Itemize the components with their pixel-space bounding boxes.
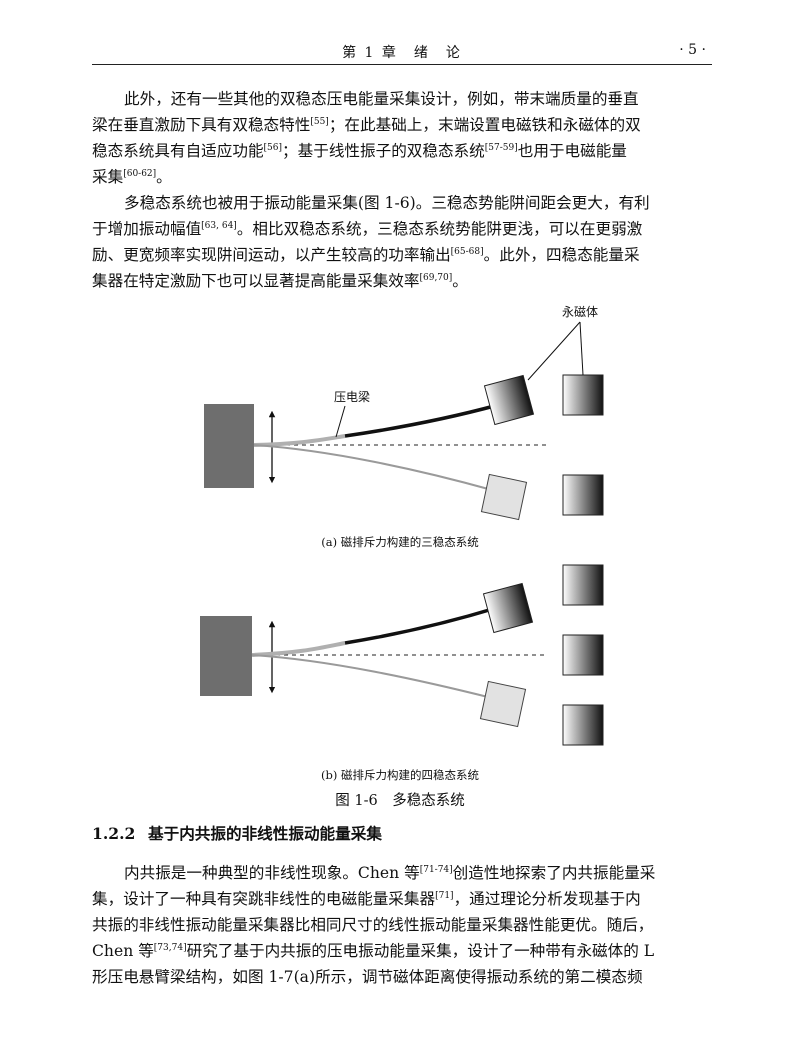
subfigure-b xyxy=(200,564,604,746)
callout-line xyxy=(335,405,346,438)
paragraph-line: 梁在垂直激励下具有双稳态特性[55]；在此基础上，末端设置电磁铁和永磁体的双 xyxy=(92,116,641,134)
page-number: · 5 · xyxy=(679,42,706,58)
tip-magnet-upper xyxy=(482,582,534,634)
callout-line xyxy=(527,321,581,381)
figure-1-6: 永磁体 压电梁 xyxy=(200,304,604,746)
tip-magnet-lower xyxy=(480,473,528,521)
fixed-magnet xyxy=(562,704,604,746)
section-heading: 1.2.2 基于内共振的非线性振动能量采集 xyxy=(92,822,382,844)
citation[interactable]: [71-74] xyxy=(419,865,453,875)
subfigure-a: 永磁体 压电梁 xyxy=(204,304,604,521)
fixed-magnet xyxy=(562,474,604,516)
citation[interactable]: [55] xyxy=(310,117,329,127)
paragraph-line: 集器在特定激励下也可以显著提高能量采集效率[69,70]。 xyxy=(92,272,468,290)
base-block xyxy=(200,616,252,696)
paragraph-line: 形压电悬臂梁结构，如图 1-7(a)所示，调节磁体距离使得振动系统的第二模态频 xyxy=(92,968,643,986)
paragraph-line: 于增加振动幅值[63, 64]。相比双稳态系统，三稳态系统势能阱更浅，可以在更弱… xyxy=(92,220,643,238)
citation[interactable]: [73,74] xyxy=(153,943,187,953)
paragraph-line: 励、更宽频率实现阱间运动，以产生较高的功率输出[65-68]。此外，四稳态能量采 xyxy=(92,246,640,264)
piezo-beam-lower xyxy=(253,444,493,491)
chapter-title: 第 1 章 绪 论 xyxy=(342,45,462,61)
paragraph-line: 内共振是一种典型的非线性现象。Chen 等[71-74]创造性地探索了内共振能量… xyxy=(124,864,656,882)
paragraph-line: 稳态系统具有自适应功能[56]；基于线性振子的双稳态系统[57-59]也用于电磁… xyxy=(92,142,627,160)
tip-magnet-upper xyxy=(483,374,535,426)
fixed-magnet xyxy=(562,374,604,416)
beam-metal-upper xyxy=(344,403,499,438)
paragraph-3: 内共振是一种典型的非线性现象。Chen 等[71-74]创造性地探索了内共振能量… xyxy=(92,860,712,990)
citation[interactable]: [63, 64] xyxy=(201,221,237,231)
paragraph-line: Chen 等[73,74]研究了基于内共振的压电振动能量采集，设计了一种带有永磁… xyxy=(92,942,655,960)
fixed-magnet xyxy=(562,564,604,606)
section-title: 基于内共振的非线性振动能量采集 xyxy=(148,824,382,843)
label-permanent-magnet: 永磁体 xyxy=(562,304,598,319)
page-header: 第 1 章 绪 论 · 5 · xyxy=(92,38,712,65)
paragraph-line: 此外，还有一些其他的双稳态压电能量采集设计，例如，带末端质量的垂直 xyxy=(124,90,639,108)
paragraph-1: 此外，还有一些其他的双稳态压电能量采集设计，例如，带末端质量的垂直 梁在垂直激励… xyxy=(92,86,712,190)
tip-magnet-lower xyxy=(479,680,527,728)
figure-caption: 图 1-6 多稳态系统 xyxy=(335,793,465,809)
beam-metal-upper xyxy=(344,606,497,645)
paragraph-line: 采集[60-62]。 xyxy=(92,168,172,186)
piezo-beam-upper xyxy=(253,434,346,447)
citation[interactable]: [71] xyxy=(435,891,454,901)
piezo-beam-lower xyxy=(251,654,493,699)
callout-line xyxy=(579,321,584,376)
section-number: 1.2.2 xyxy=(92,824,136,843)
citation[interactable]: [65-68] xyxy=(450,247,484,257)
caption-subfigure-b: (b) 磁排斥力构建的四稳态系统 xyxy=(321,768,479,782)
label-piezo-beam: 压电梁 xyxy=(334,389,370,404)
paragraph-line: 共振的非线性振动能量采集器比相同尺寸的线性振动能量采集器性能更优。随后， xyxy=(92,916,654,934)
fixed-magnet xyxy=(562,634,604,676)
paragraph-2: 多稳态系统也被用于振动能量采集(图 1-6)。三稳态势能阱间距会更大，有利 于增… xyxy=(92,190,712,294)
citation[interactable]: [69,70] xyxy=(419,273,453,283)
base-block xyxy=(204,404,254,488)
paragraph-line: 集，设计了一种具有突跳非线性的电磁能量采集器[71]，通过理论分析发现基于内 xyxy=(92,890,641,908)
piezo-beam-upper xyxy=(251,641,346,657)
citation[interactable]: [56] xyxy=(263,143,283,153)
citation[interactable]: [57-59] xyxy=(484,143,518,153)
citation[interactable]: [60-62] xyxy=(123,169,157,179)
caption-subfigure-a: (a) 磁排斥力构建的三稳态系统 xyxy=(321,535,479,549)
paragraph-line: 多稳态系统也被用于振动能量采集(图 1-6)。三稳态势能阱间距会更大，有利 xyxy=(124,194,650,212)
